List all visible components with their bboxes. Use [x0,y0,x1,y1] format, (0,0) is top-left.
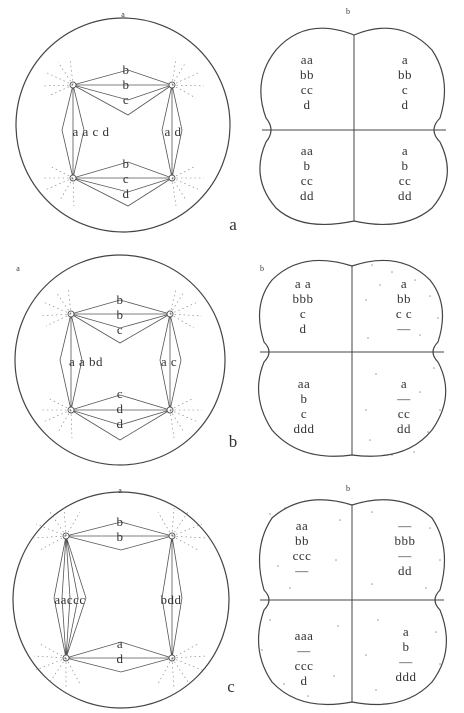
panel-b: a b b b c a a bd a c c d d [15,255,446,465]
cell-lr-line-4: ddd [396,669,417,684]
cell-lr-line-1: a [403,624,409,639]
bottom-gene-2: c [123,171,129,186]
cell-ul-line-3: ccc [293,548,312,563]
cell-ur-line-1: a [402,52,408,67]
top-gene-3: c [123,92,129,107]
cell-ll-line-3: ccc [295,658,314,673]
cell-lr-line-4: dd [398,188,412,203]
panel-c: a b b b aaccc bdd a d [13,484,446,708]
cell-ul-line-3: cc [301,82,314,97]
cell-ur-line-2: bb [398,67,412,82]
cell-contents: aa bb cc d a bb c d aa b cc dd a b cc dd [300,52,412,203]
cell-lr-line-2: b [403,639,410,654]
cell-ur-line-3: — [397,548,412,563]
cell-lr-line-4: dd [397,421,411,436]
cell-ur-line-1: — [397,518,412,533]
cell-ur-line-4: — [396,321,411,336]
cell-ll-line-1: aa [298,376,311,391]
cell-contents: aa bb ccc — — bbb — dd aaa — ccc d a b —… [293,518,417,688]
spindle-header-label: a [118,486,122,495]
cells-header-label: b [260,264,264,273]
right-genes: a c [161,354,177,369]
cell-ul-line-4: — [294,563,309,578]
right-genes: a d [164,124,181,139]
row-label: c [227,677,235,696]
cell-ul-line-2: bb [295,533,309,548]
cell-dividers [262,35,446,221]
cell-ur-line-2: bbb [395,533,416,548]
cell-lr-line-3: cc [398,406,411,421]
cell-ll-line-4: dd [300,188,314,203]
cell-ll-line-3: c [301,406,307,421]
cell-ul-line-1: aa [301,52,314,67]
left-genes: aaccc [54,592,85,607]
bottom-gene-3: d [123,186,130,201]
right-genes: bdd [161,592,182,607]
cell-ll-line-3: cc [301,173,314,188]
gene-labels: b b aaccc bdd a d [54,514,181,666]
top-gene-1: b [117,514,124,529]
left-genes: a a bd [69,354,103,369]
cell-ul-line-1: a a [295,276,311,291]
row-label: b [229,432,238,451]
cell-lr-line-3: cc [399,173,412,188]
egg-outline [15,255,225,465]
cell-ul-line-4: d [304,97,311,112]
cell-ll-line-1: aa [301,143,314,158]
cells-header-label: b [346,484,350,493]
bottom-gene-2: d [117,401,124,416]
cell-ll-line-2: b [304,158,311,173]
cell-ll-line-2: — [296,643,311,658]
cell-ul-line-2: bb [300,67,314,82]
cell-ur-line-1: a [401,276,407,291]
bottom-gene-3: d [117,416,124,431]
cell-ul-line-4: d [300,321,307,336]
cell-ul-line-3: c [300,306,306,321]
cells-header-label: b [346,7,350,16]
row-label: a [229,215,237,234]
cell-lr-line-2: — [396,391,411,406]
cell-ur-line-3: c c [396,306,412,321]
cell-ll-line-1: aaa [295,628,314,643]
cell-ur-line-4: dd [398,563,412,578]
top-gene-2: b [117,529,124,544]
bottom-gene-1: a [117,636,123,651]
bottom-gene-2: d [117,651,124,666]
cell-dividers [260,266,444,455]
cell-ul-line-2: bbb [293,291,314,306]
spindle-header-label: a [16,264,20,273]
cell-lr-line-1: a [401,376,407,391]
cell-ur-line-2: bb [397,291,411,306]
top-gene-2: b [117,307,124,322]
panel-a: a b b b c a a c d a d b c d [16,7,447,234]
cell-lr-line-3: — [398,654,413,669]
bottom-gene-1: c [117,386,123,401]
cell-lr-line-2: b [402,158,409,173]
cell-ll-line-4: d [301,673,308,688]
cell-ll-line-4: ddd [294,421,315,436]
cell-lr-line-1: a [402,143,408,158]
left-genes: a a c d [72,124,109,139]
cell-ll-line-2: b [301,391,308,406]
top-gene-3: c [117,322,123,337]
top-gene-1: b [123,62,130,77]
cell-ul-line-1: aa [296,518,309,533]
bottom-gene-1: b [123,156,130,171]
cell-ur-line-3: c [402,82,408,97]
top-gene-1: b [117,292,124,307]
cell-ur-line-4: d [402,97,409,112]
top-gene-2: b [123,77,130,92]
